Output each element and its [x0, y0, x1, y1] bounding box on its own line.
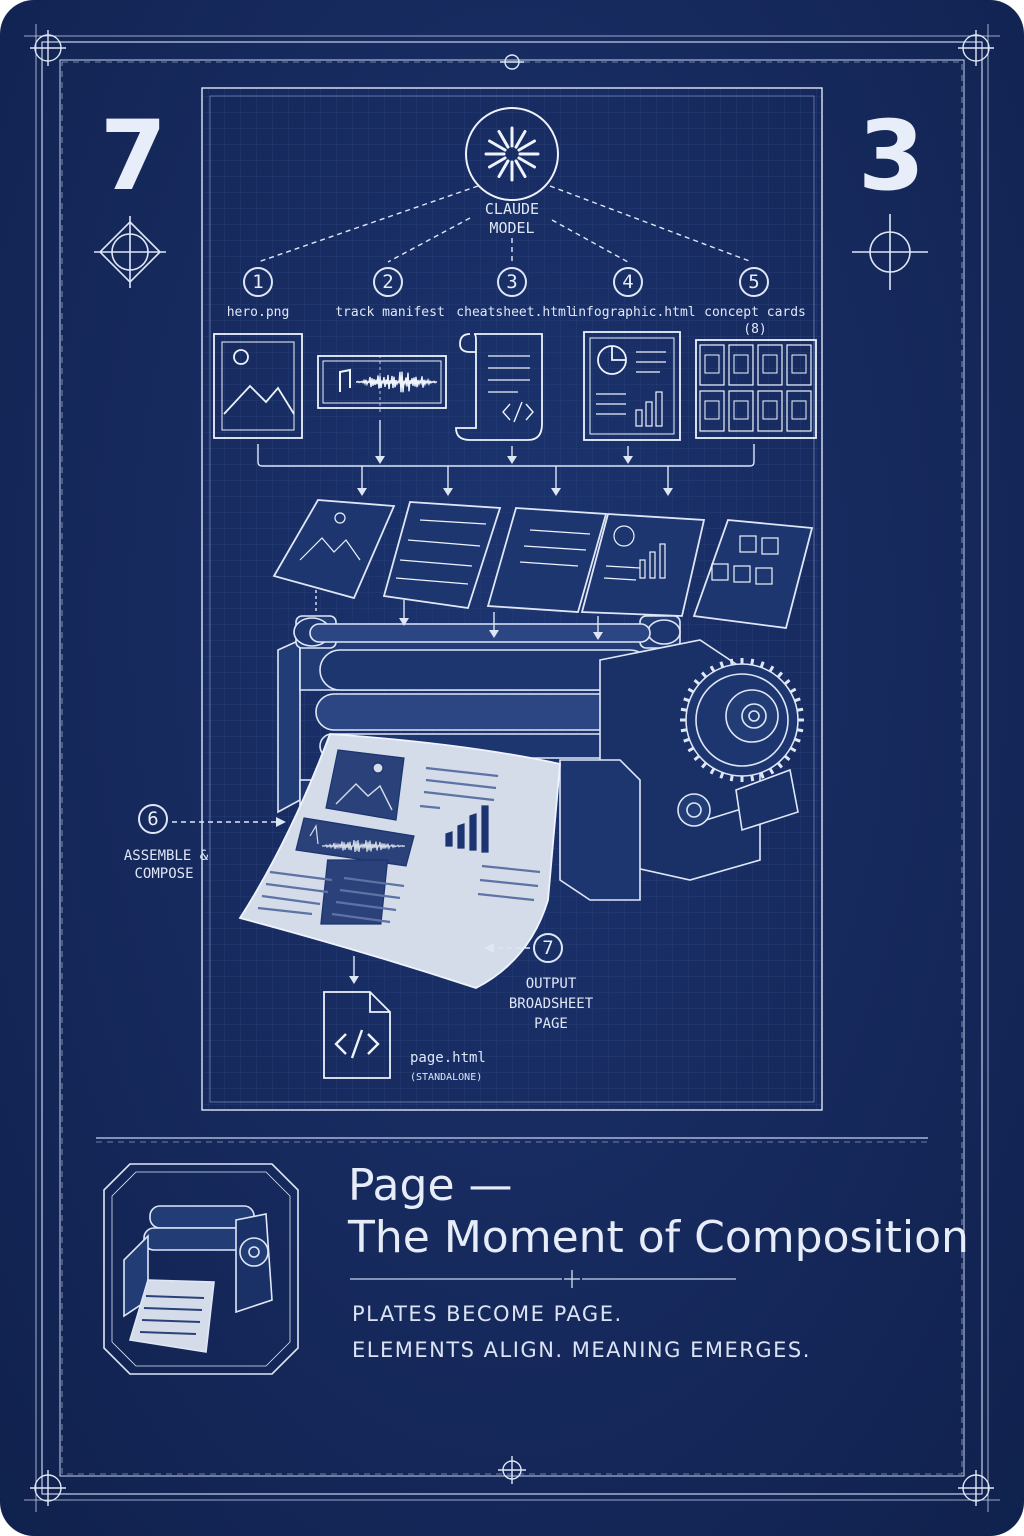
- broadsheet-page: [238, 733, 561, 989]
- printing-plates: [272, 499, 814, 629]
- output-label-line1: OUTPUT: [525, 976, 577, 992]
- image-icon: [213, 333, 303, 439]
- file-name-label: page.html: [410, 1050, 486, 1066]
- assemble-label-line1: ASSEMBLE &: [123, 848, 209, 864]
- code-file-icon: [323, 991, 391, 1079]
- input-label-concept-count: (8): [743, 322, 767, 337]
- press-gear: [677, 658, 804, 832]
- card-title-line1: Page —: [348, 1160, 513, 1211]
- input-label-infographic: infographic.html: [570, 305, 696, 320]
- model-label-line1: CLAUDE: [484, 200, 540, 218]
- input-label-cheatsheet: cheatsheet.html: [456, 305, 574, 320]
- step-7-badge: 7: [533, 933, 563, 963]
- input-label-concept-cards: concept cards: [704, 305, 806, 320]
- step-2-badge: 2: [373, 267, 403, 297]
- step-4-badge: 4: [613, 267, 643, 297]
- rank-left: 7: [100, 100, 167, 212]
- rank-symbols: [94, 214, 928, 290]
- card-subtitle-line1: PLATES BECOME PAGE.: [352, 1302, 623, 1326]
- input-label-hero: hero.png: [226, 305, 290, 320]
- card-title-line2: The Moment of Composition: [348, 1212, 969, 1263]
- infographic-icon: [583, 331, 681, 441]
- step-3-badge: 3: [497, 267, 527, 297]
- plate-details: [299, 512, 779, 585]
- bottom-dividers: [96, 1137, 928, 1288]
- assemble-label-line2: COMPOSE: [134, 866, 194, 882]
- output-label-line2: BROADSHEET: [508, 996, 594, 1012]
- printing-press-badge-icon: [103, 1163, 299, 1375]
- scroll-code-icon: [455, 333, 543, 441]
- step-6-badge: 6: [138, 804, 168, 834]
- card-subtitle-line2: ELEMENTS ALIGN. MEANING EMERGES.: [352, 1338, 811, 1362]
- model-connectors: [257, 185, 753, 263]
- arrow-heads: [357, 456, 673, 496]
- input-label-track: track manifest: [335, 305, 445, 320]
- step-1-badge: 1: [243, 267, 273, 297]
- output-label-line3: PAGE: [534, 1016, 568, 1032]
- input-icons: [213, 331, 817, 441]
- starburst-icon: [465, 107, 559, 201]
- card-grid-icon: [695, 339, 817, 439]
- step-5-badge: 5: [739, 267, 769, 297]
- audio-waveform-icon: [317, 355, 447, 409]
- model-label-line2: MODEL: [489, 219, 535, 237]
- rank-right: 3: [858, 100, 925, 212]
- frame-corner-marks: [30, 30, 994, 1506]
- file-note-label: (STANDALONE): [410, 1072, 483, 1083]
